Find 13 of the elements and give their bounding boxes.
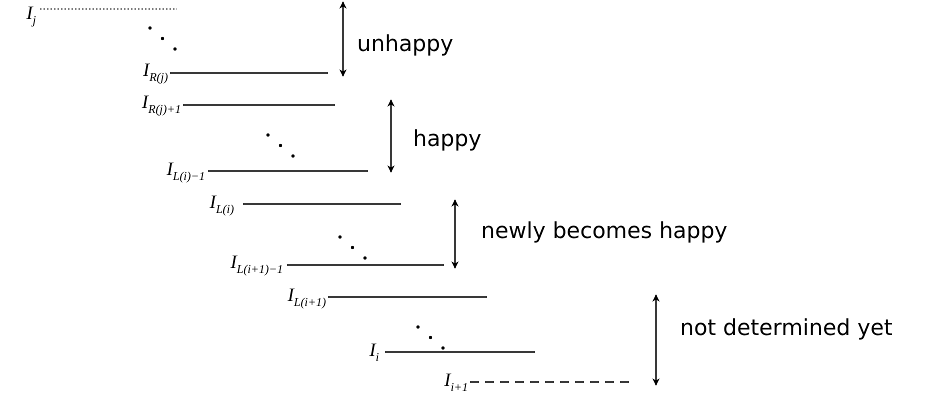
interval-label: I$_{i+1}$ (444, 371, 468, 393)
region-label: unhappy (357, 34, 454, 56)
interval-label: I$_{j}$ (26, 4, 36, 26)
region-label: not determined yet (680, 318, 893, 340)
interval-label: I$_{i}$ (369, 341, 379, 363)
interval-label: I$_{L(i+1)}$ (288, 286, 326, 308)
interval-label: I$_{R(j)+1}$ (142, 93, 181, 115)
interval-label: I$_{R(j)}$ (143, 61, 168, 83)
region-label: happy (413, 129, 482, 151)
region-label: newly becomes happy (481, 221, 728, 243)
interval-label: I$_{L(i)−1}$ (166, 160, 205, 182)
interval-label: I$_{L(i+1)−1}$ (230, 253, 283, 275)
interval-label: I$_{L(i)}$ (210, 193, 234, 215)
